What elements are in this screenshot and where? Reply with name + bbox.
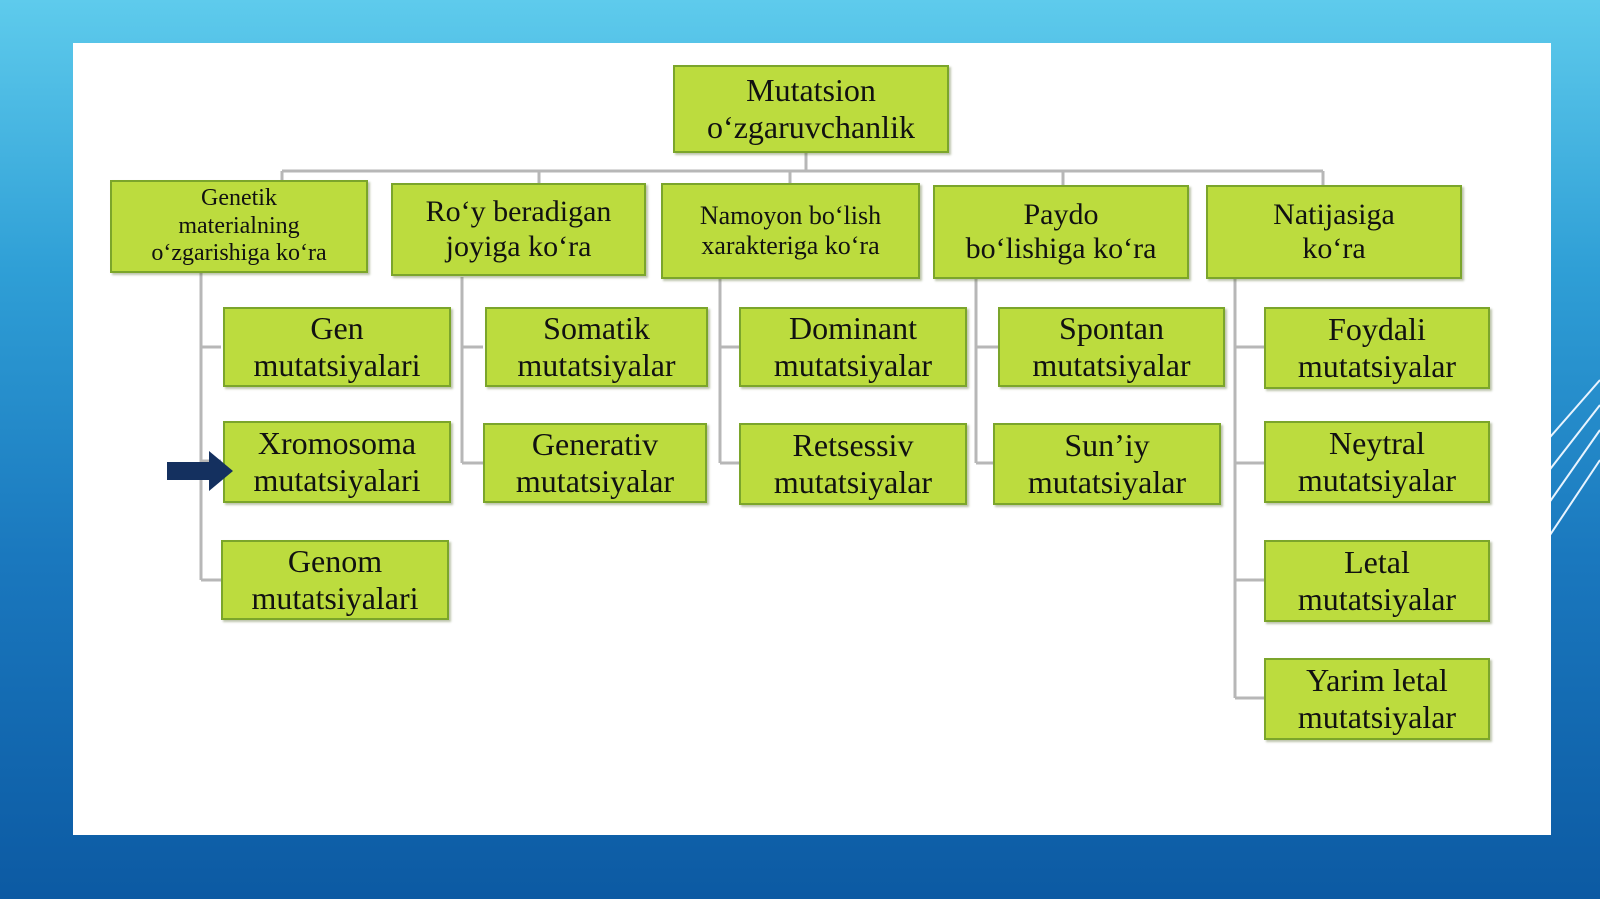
slide-card: Mutatsion o‘zgaruvchanlik Genetik materi… — [73, 43, 1551, 835]
leaf-neutral-mutations: Neytral mutatsiyalar — [1264, 421, 1490, 503]
category-genetic-material: Genetik materialning o‘zgarishiga ko‘ra — [110, 180, 368, 273]
leaf-lethal-mutations: Letal mutatsiyalar — [1264, 540, 1490, 622]
leaf-genome-mutations: Genom mutatsiyalari — [221, 540, 449, 620]
leaf-generative-mutations: Generativ mutatsiyalar — [483, 423, 707, 503]
leaf-somatic-mutations: Somatik mutatsiyalar — [485, 307, 708, 387]
leaf-artificial-mutations: Sun’iy mutatsiyalar — [993, 423, 1221, 505]
category-result: Natijasiga ko‘ra — [1206, 185, 1462, 279]
leaf-recessive-mutations: Retsessiv mutatsiyalar — [739, 423, 967, 505]
right-arrow-icon — [167, 451, 233, 491]
leaf-dominant-mutations: Dominant mutatsiyalar — [739, 307, 967, 387]
leaf-gene-mutations: Gen mutatsiyalari — [223, 307, 451, 387]
leaf-spontaneous-mutations: Spontan mutatsiyalar — [998, 307, 1225, 387]
root-node: Mutatsion o‘zgaruvchanlik — [673, 65, 949, 153]
leaf-beneficial-mutations: Foydali mutatsiyalar — [1264, 307, 1490, 389]
leaf-semi-lethal-mutations: Yarim letal mutatsiyalar — [1264, 658, 1490, 740]
diagram-connectors — [199, 153, 1325, 700]
category-origin: Paydo bo‘lishiga ko‘ra — [933, 185, 1189, 279]
category-manifestation: Namoyon bo‘lish xarakteriga ko‘ra — [661, 183, 920, 279]
category-location: Ro‘y beradigan joyiga ko‘ra — [391, 183, 646, 276]
leaf-chromosome-mutations: Xromosoma mutatsiyalari — [223, 421, 451, 503]
